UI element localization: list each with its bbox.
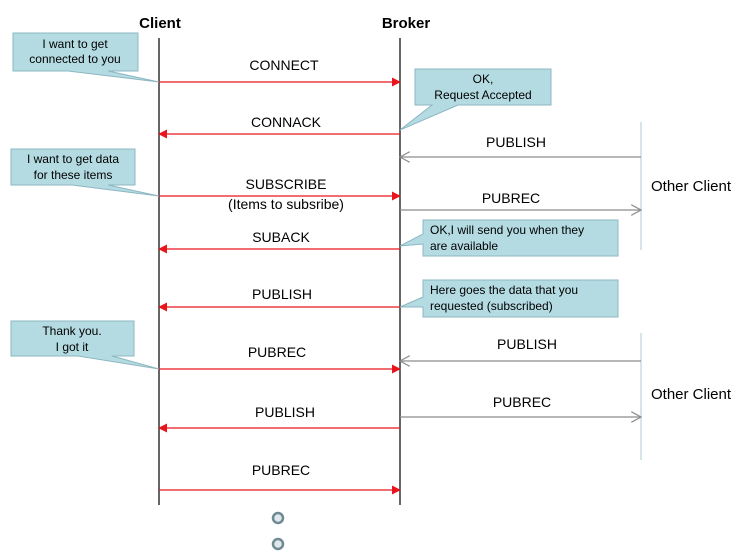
note-data: Here goes the data that you requested (s… <box>399 279 619 318</box>
publish-label-2: PUBLISH <box>252 286 312 302</box>
broker-header: Broker <box>382 15 431 32</box>
client-header: Client <box>139 15 181 32</box>
publish-label-4: PUBLISH <box>255 404 315 420</box>
note-subscribe-line-2: for these items <box>34 168 113 182</box>
publish-in-label-1: PUBLISH <box>486 134 546 150</box>
other-client-label-top: Other Client <box>651 178 732 195</box>
note-connect-line-2: connected to you <box>29 52 120 66</box>
continuation-dot-1 <box>271 511 285 525</box>
note-subscribe: I want to get data for these items <box>10 148 160 197</box>
connect-label: CONNECT <box>249 57 319 73</box>
note-connect: I want to get connected to you <box>12 32 160 83</box>
note-thanks-line-1: Thank you. <box>42 324 101 338</box>
note-thanks: Thank you. I got it <box>10 320 160 370</box>
note-accepted-line-1: OK, <box>473 72 494 86</box>
pubrec-label-2: PUBREC <box>248 344 306 360</box>
note-suback: OK,I will send you when they are availab… <box>399 219 619 257</box>
note-data-line-2: requested (subscribed) <box>430 299 553 313</box>
note-subscribe-line-1: I want to get data <box>27 152 119 166</box>
continuation-dot-2 <box>271 537 285 551</box>
subscribe-detail-label: (Items to subsribe) <box>228 196 344 212</box>
note-suback-line-1: OK,I will send you when they <box>430 223 584 237</box>
pubrec-label-4: PUBREC <box>252 462 310 478</box>
connack-label: CONNACK <box>251 114 322 130</box>
note-thanks-line-2: I got it <box>56 340 89 354</box>
publish-in-label-3: PUBLISH <box>497 336 557 352</box>
suback-label: SUBACK <box>252 229 310 245</box>
note-connect-line-1: I want to get <box>42 37 108 51</box>
note-data-line-1: Here goes the data that you <box>430 283 578 297</box>
note-accepted-line-2: Request Accepted <box>434 88 531 102</box>
pubrec-out-label-1: PUBREC <box>482 190 540 206</box>
note-accepted: OK, Request Accepted <box>399 68 552 131</box>
other-client-label-bottom: Other Client <box>651 386 732 403</box>
note-suback-line-2: are available <box>430 239 498 253</box>
subscribe-label: SUBSCRIBE <box>246 176 327 192</box>
pubrec-out-label-3: PUBREC <box>493 394 551 410</box>
